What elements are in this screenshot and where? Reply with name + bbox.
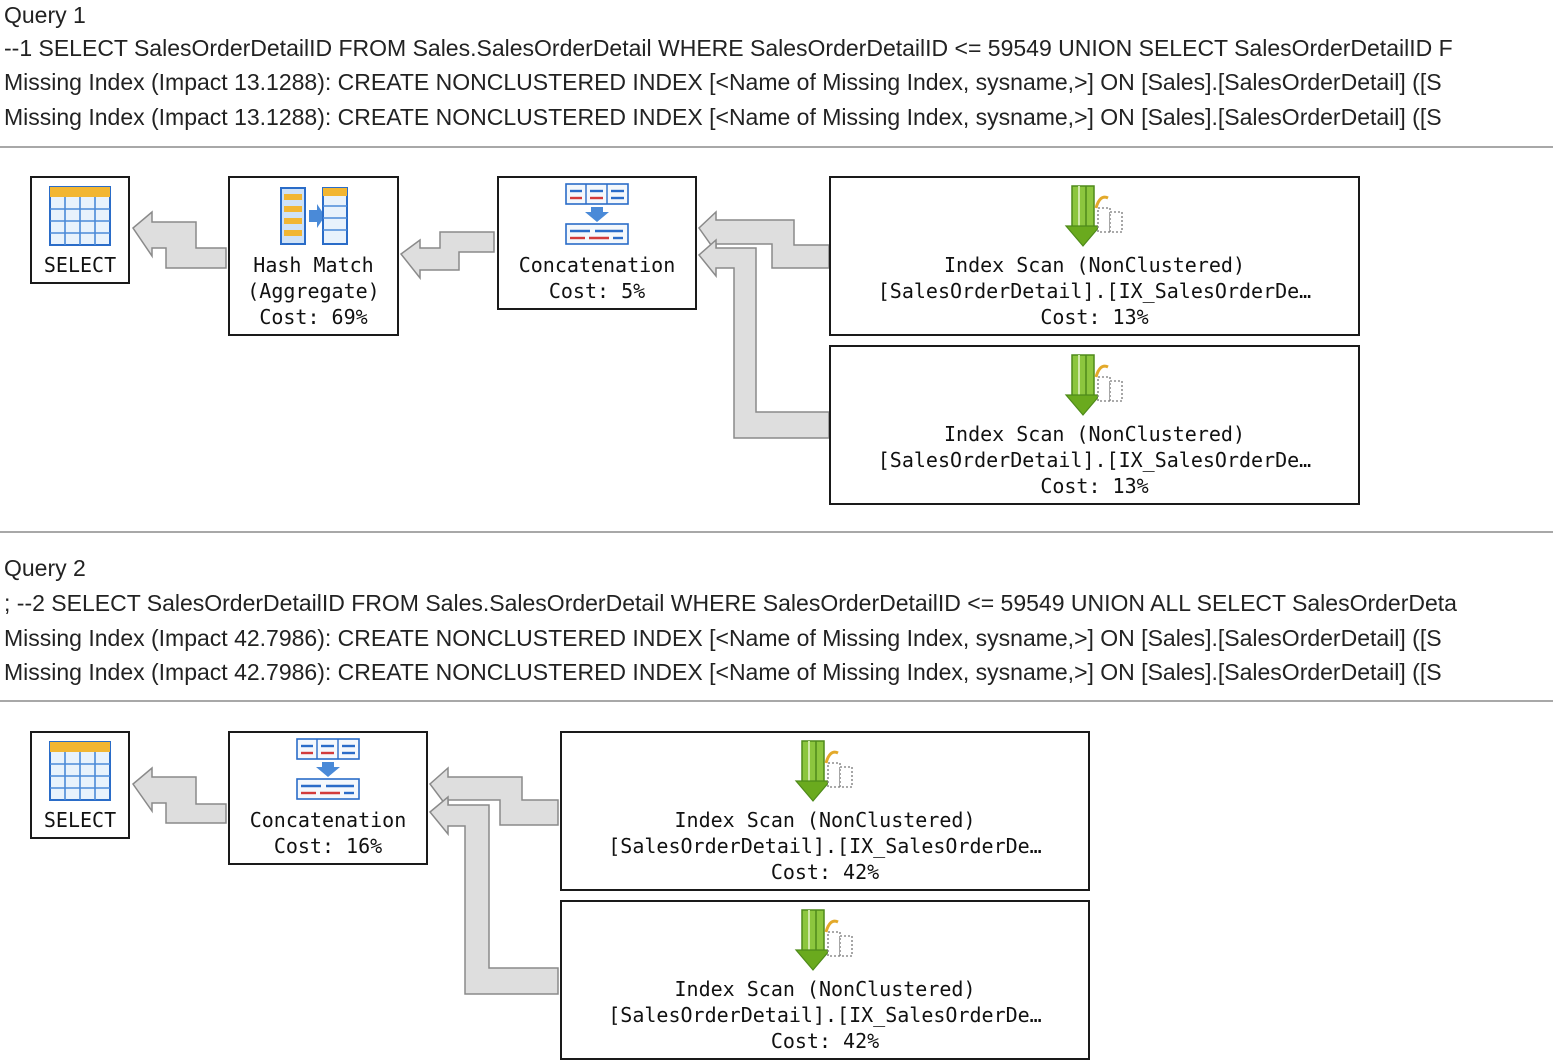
operator-label: Index Scan (NonClustered): [943, 253, 1246, 277]
query2-missing-index-1[interactable]: Missing Index (Impact 42.7986): CREATE N…: [4, 625, 1442, 651]
arrow-hash-to-select: [131, 210, 227, 269]
q1-index-scan-1-operator[interactable]: Index Scan (NonClustered) [SalesOrderDet…: [829, 176, 1360, 336]
operator-cost: Cost: 42%: [770, 1029, 880, 1053]
operator-label: Index Scan (NonClustered): [943, 422, 1246, 446]
arrow-q2-concat-to-select: [131, 766, 227, 824]
operator-label: Index Scan (NonClustered): [674, 977, 976, 1001]
query1-missing-index-1[interactable]: Missing Index (Impact 13.1288): CREATE N…: [4, 69, 1442, 95]
index-scan-icon: [1064, 182, 1126, 254]
query1-sql-text[interactable]: --1 SELECT SalesOrderDetailID FROM Sales…: [4, 35, 1453, 61]
arrow-scan1-to-concat: [698, 210, 830, 269]
q2-index-scan-2-operator[interactable]: Index Scan (NonClustered) [SalesOrderDet…: [560, 900, 1090, 1060]
query1-title: Query 1: [4, 2, 86, 28]
select-table-icon: [49, 186, 111, 252]
operator-object: [SalesOrderDetail].[IX_SalesOrderDe…: [608, 1003, 1042, 1027]
query1-separator: [0, 146, 1553, 148]
q2-index-scan-1-operator[interactable]: Index Scan (NonClustered) [SalesOrderDet…: [560, 731, 1090, 891]
arrow-concat-to-hash: [399, 231, 495, 281]
index-scan-icon: [794, 737, 856, 809]
query1-missing-index-2[interactable]: Missing Index (Impact 13.1288): CREATE N…: [4, 104, 1442, 130]
q1-select-operator[interactable]: SELECT: [30, 176, 130, 284]
operator-cost: Cost: 13%: [1040, 305, 1149, 329]
concatenation-icon: [565, 183, 629, 251]
operator-cost: Cost: 16%: [273, 834, 383, 858]
arrow-q2-scan1-to-concat: [428, 766, 559, 826]
operator-label: Index Scan (NonClustered): [674, 808, 976, 832]
operator-cost: Cost: 69%: [259, 305, 368, 329]
q1-index-scan-2-operator[interactable]: Index Scan (NonClustered) [SalesOrderDet…: [829, 345, 1360, 505]
operator-label: Concatenation: [249, 808, 407, 832]
arrow-q2-scan2-to-concat: [428, 795, 559, 995]
q1-hash-match-operator[interactable]: Hash Match (Aggregate) Cost: 69%: [228, 176, 399, 336]
q2-concatenation-operator[interactable]: Concatenation Cost: 16%: [228, 731, 428, 865]
operator-cost: Cost: 42%: [770, 860, 880, 884]
operator-label: SELECT: [43, 253, 117, 277]
query2-sql-text[interactable]: ; --2 SELECT SalesOrderDetailID FROM Sal…: [4, 590, 1457, 616]
select-table-icon: [49, 741, 111, 807]
index-scan-icon: [794, 906, 856, 978]
query2-title: Query 2: [4, 555, 86, 581]
query2-missing-index-2[interactable]: Missing Index (Impact 42.7986): CREATE N…: [4, 659, 1442, 685]
q1-concatenation-operator[interactable]: Concatenation Cost: 5%: [497, 176, 697, 310]
operator-cost: Cost: 5%: [548, 279, 646, 303]
operator-object: [SalesOrderDetail].[IX_SalesOrderDe…: [877, 448, 1312, 472]
hash-match-icon: [279, 186, 349, 252]
operator-object: [SalesOrderDetail].[IX_SalesOrderDe…: [877, 279, 1312, 303]
operator-label: Hash Match: [253, 253, 374, 277]
concatenation-icon: [296, 738, 360, 806]
operator-object: [SalesOrderDetail].[IX_SalesOrderDe…: [608, 834, 1042, 858]
operator-label: SELECT: [43, 808, 117, 832]
q2-select-operator[interactable]: SELECT: [30, 731, 130, 839]
operator-label: Concatenation: [518, 253, 676, 277]
operator-cost: Cost: 13%: [1040, 474, 1149, 498]
operator-sublabel: (Aggregate): [247, 279, 380, 303]
query-separator: [0, 531, 1553, 533]
query2-separator: [0, 700, 1553, 702]
arrow-scan2-to-concat: [697, 238, 830, 439]
index-scan-icon: [1064, 351, 1126, 423]
